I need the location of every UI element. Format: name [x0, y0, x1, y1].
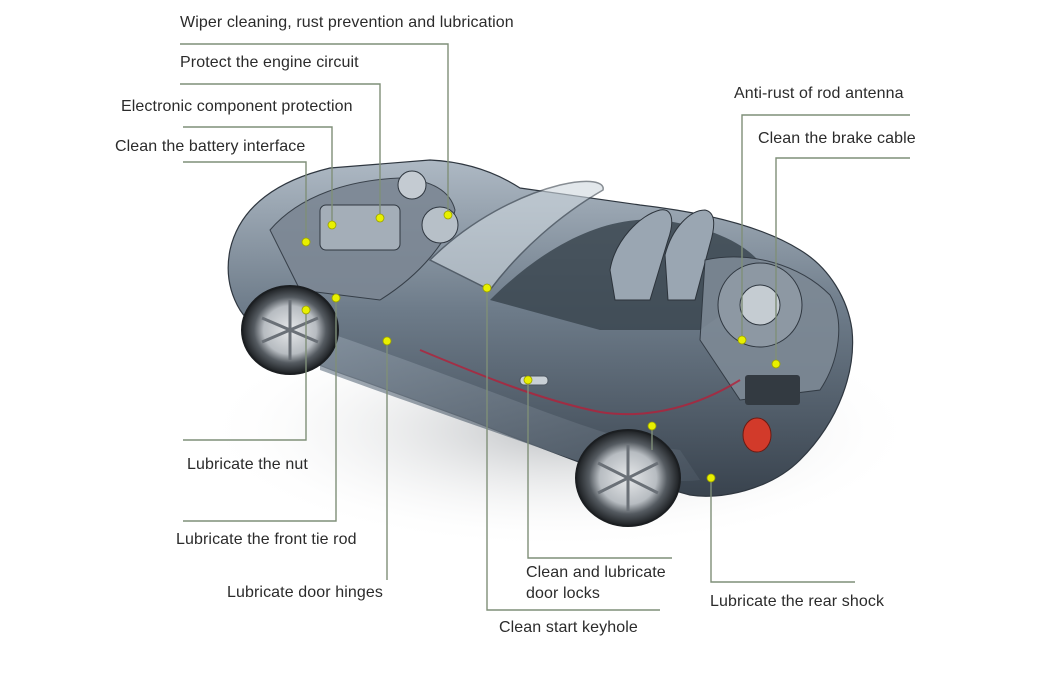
label-rear-shock: Lubricate the rear shock — [710, 593, 885, 610]
battery-box — [745, 375, 800, 405]
leader-line-rear-shock — [710, 478, 855, 583]
point-door-hinges — [382, 336, 392, 346]
leader-line-front-tie-rod — [183, 298, 337, 522]
point-rod-antenna — [737, 335, 747, 345]
label-nut: Lubricate the nut — [187, 456, 308, 473]
brake-cable-line — [419, 349, 741, 416]
label-electronic: Electronic component protection — [121, 98, 353, 115]
label-keyhole: Clean start keyhole — [499, 619, 638, 636]
point-engine-circuit — [375, 213, 385, 223]
leader-line-rod-antenna — [741, 114, 910, 338]
highlight-points — [301, 210, 781, 483]
point-front-tie-rod — [331, 293, 341, 303]
front-wheel-spokes — [261, 300, 319, 360]
point-nut — [301, 305, 311, 315]
label-door-locks-line-2: door locks — [526, 585, 600, 602]
leader-line-engine-circuit — [180, 83, 381, 217]
point-wiper — [443, 210, 453, 220]
leader-line-battery — [183, 161, 307, 241]
leader-line-electronic — [183, 126, 333, 224]
point-keyhole — [482, 283, 492, 293]
leader-line-door-locks — [527, 381, 672, 559]
label-brake-cable: Clean the brake cable — [758, 130, 916, 147]
label-door-locks-line-1: Clean and lubricate — [526, 564, 666, 581]
windshield — [428, 180, 604, 291]
leader-lines — [180, 43, 910, 611]
label-door-locks: Clean and lubricate door locks — [526, 562, 666, 604]
label-wiper: Wiper cleaning, rust prevention and lubr… — [180, 14, 514, 31]
label-battery: Clean the battery interface — [115, 138, 306, 155]
label-rod-antenna: Anti-rust of rod antenna — [734, 85, 904, 102]
point-brake-cable — [771, 359, 781, 369]
engine-part — [397, 170, 427, 200]
label-engine-circuit: Protect the engine circuit — [180, 54, 359, 71]
point-rear-hub — [647, 421, 657, 431]
leader-line-brake-cable — [775, 157, 910, 362]
point-battery — [301, 237, 311, 247]
rear-wheel-spokes — [597, 445, 659, 511]
point-electronic — [327, 220, 337, 230]
seat — [609, 209, 673, 301]
tail-light — [742, 417, 772, 453]
point-door-locks — [523, 375, 533, 385]
leader-line-wiper — [180, 43, 449, 213]
point-rear-shock — [706, 473, 716, 483]
label-front-tie-rod: Lubricate the front tie rod — [176, 531, 357, 548]
seat — [664, 209, 715, 301]
spare-wheel-hub — [739, 284, 781, 326]
label-door-hinges: Lubricate door hinges — [227, 584, 383, 601]
engine-part — [421, 206, 459, 244]
leader-line-nut — [183, 311, 307, 441]
leader-line-keyhole — [486, 289, 660, 611]
